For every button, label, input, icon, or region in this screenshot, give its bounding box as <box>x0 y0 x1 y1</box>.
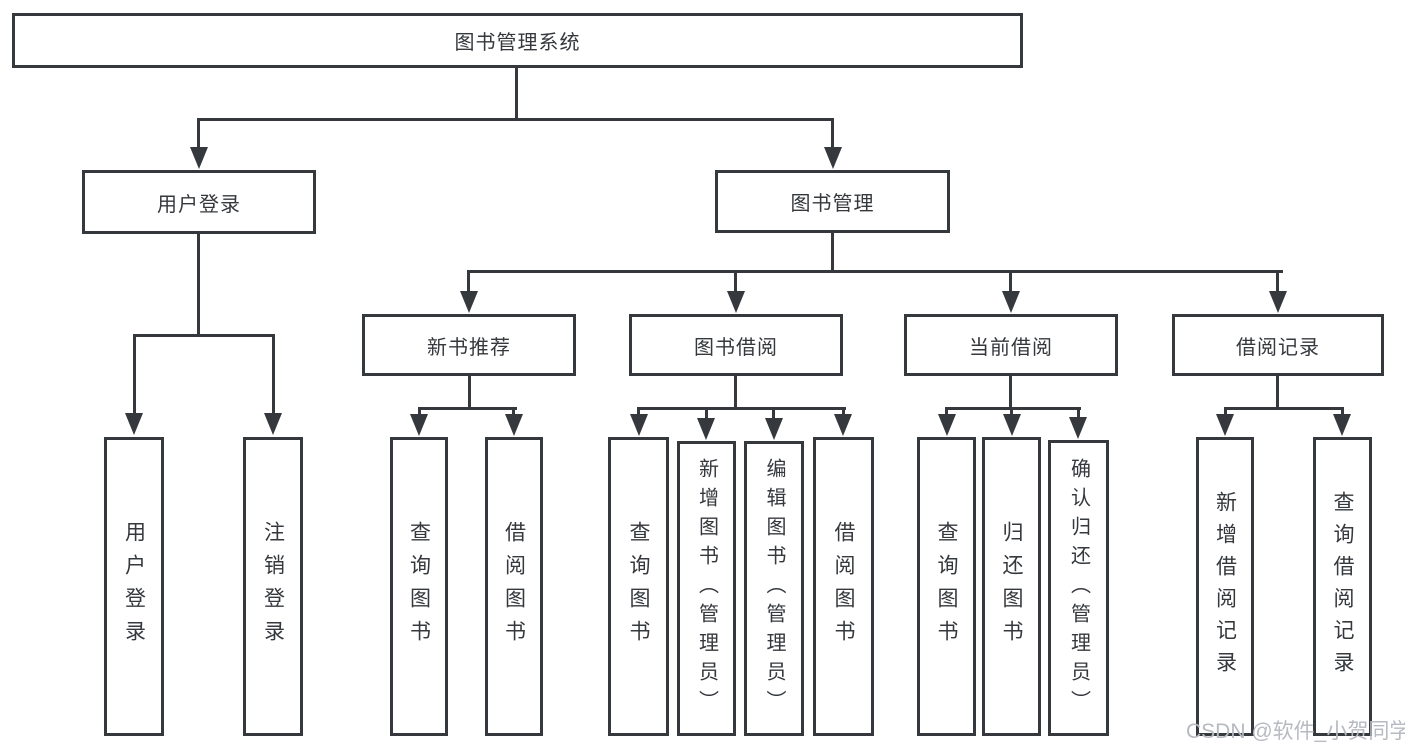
arrowhead-down-icon <box>697 418 715 440</box>
leaf-label: 编辑图书（管理员） <box>763 458 785 719</box>
node-book-management: 图书管理 <box>715 170 950 233</box>
connector-line <box>945 407 1081 410</box>
connector-line <box>1341 407 1344 415</box>
connector-line <box>468 376 471 409</box>
leaf-label: 新增图书（管理员） <box>695 458 718 719</box>
connector-line <box>734 270 737 292</box>
leaf-label: 用户登录 <box>122 520 146 653</box>
connector-line <box>842 407 845 415</box>
arrowhead-down-icon <box>834 414 852 436</box>
connector-line <box>1224 407 1344 410</box>
leaf-label: 借阅图书 <box>502 520 526 653</box>
leaf-label: 注销登录 <box>261 520 285 653</box>
leaf-cb-query-books: 查询图书 <box>917 437 976 736</box>
connector-line <box>637 407 846 410</box>
connector-line <box>133 334 275 337</box>
connector-line <box>772 407 775 418</box>
connector-line <box>133 334 136 414</box>
arrowhead-down-icon <box>1333 414 1351 436</box>
connector-line <box>467 270 1283 273</box>
connector-line <box>197 118 834 121</box>
connector-line <box>1010 407 1013 415</box>
leaf-label: 归还图书 <box>1000 520 1023 653</box>
leaf-bb-edit-books-admin: 编辑图书（管理员） <box>744 441 804 736</box>
arrowhead-down-icon <box>938 414 956 436</box>
leaf-logout: 注销登录 <box>243 437 303 736</box>
connector-line <box>831 233 834 272</box>
arrowhead-down-icon <box>1003 414 1021 436</box>
connector-line <box>1077 407 1080 417</box>
arrowhead-down-icon <box>765 418 783 440</box>
leaf-br-add-record: 新增借阅记录 <box>1196 437 1254 736</box>
node-book-borrowing: 图书借阅 <box>629 314 843 376</box>
connector-line <box>197 234 200 336</box>
leaf-label: 确认归还（管理员） <box>1067 457 1090 719</box>
leaf-rec-borrow-books: 借阅图书 <box>485 437 543 736</box>
arrowhead-down-icon <box>1002 291 1020 313</box>
leaf-rec-query-books: 查询图书 <box>390 437 448 736</box>
leaf-label: 查询借阅记录 <box>1331 490 1354 683</box>
connector-line <box>1276 270 1279 292</box>
arrowhead-down-icon <box>1069 417 1087 439</box>
leaf-cb-confirm-return-admin: 确认归还（管理员） <box>1048 440 1109 736</box>
arrowhead-down-icon <box>1269 291 1287 313</box>
leaf-label: 借阅图书 <box>832 520 855 653</box>
arrowhead-down-icon <box>505 414 523 436</box>
connector-line <box>831 118 834 150</box>
connector-line <box>467 270 470 292</box>
leaf-label: 查询图书 <box>935 520 958 653</box>
connector-line <box>272 334 275 414</box>
leaf-bb-borrow-books: 借阅图书 <box>813 437 874 736</box>
arrowhead-down-icon <box>727 291 745 313</box>
arrowhead-down-icon <box>410 414 428 436</box>
connector-line <box>945 407 948 415</box>
connector-line <box>1009 376 1012 409</box>
leaf-label: 查询图书 <box>627 520 650 653</box>
connector-line <box>734 376 737 409</box>
arrowhead-down-icon <box>125 413 143 435</box>
connector-line <box>705 407 708 418</box>
connector-line <box>512 407 515 415</box>
leaf-label: 查询图书 <box>407 520 431 653</box>
leaf-bb-query-books: 查询图书 <box>608 437 669 736</box>
arrowhead-down-icon <box>1216 414 1234 436</box>
leaf-bb-add-books-admin: 新增图书（管理员） <box>677 441 736 736</box>
leaf-user-login: 用户登录 <box>104 437 164 736</box>
node-library-management-system: 图书管理系统 <box>12 13 1023 68</box>
connector-line <box>637 407 640 415</box>
csdn-watermark: CSDN @软件_小贺同学 <box>1186 720 1405 743</box>
node-current-borrowing: 当前借阅 <box>904 314 1118 376</box>
node-borrowing-records: 借阅记录 <box>1172 314 1384 376</box>
connector-line <box>1009 270 1012 292</box>
leaf-cb-return-books: 归还图书 <box>982 437 1041 736</box>
connector-line <box>1224 407 1227 415</box>
leaf-br-query-record: 查询借阅记录 <box>1313 437 1372 736</box>
arrowhead-down-icon <box>460 291 478 313</box>
node-new-book-recommendation: 新书推荐 <box>362 314 576 376</box>
arrowhead-down-icon <box>824 147 842 169</box>
arrowhead-down-icon <box>190 147 208 169</box>
node-user-login: 用户登录 <box>82 170 316 234</box>
connector-line <box>197 118 200 150</box>
connector-line <box>418 407 421 415</box>
arrowhead-down-icon <box>630 414 648 436</box>
connector-line <box>515 68 518 120</box>
leaf-label: 新增借阅记录 <box>1213 490 1237 683</box>
connector-line <box>1276 376 1279 409</box>
connector-line <box>418 407 517 410</box>
arrowhead-down-icon <box>264 413 282 435</box>
